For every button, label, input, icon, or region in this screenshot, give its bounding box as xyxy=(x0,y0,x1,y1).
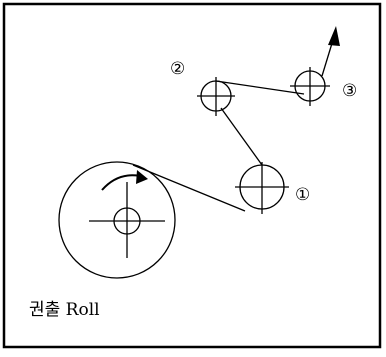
roll-2-label: ② xyxy=(170,59,185,79)
roll-3: ③ xyxy=(290,67,357,106)
web-segment-roll2-to-roll3 xyxy=(215,80,305,95)
winding-roll-outer xyxy=(58,161,176,279)
web-segment-roll1-to-roll2 xyxy=(220,107,263,166)
winding-roll xyxy=(58,161,176,279)
web-segment-roll3-exit xyxy=(321,39,334,77)
roll-3-label: ③ xyxy=(342,81,357,101)
web-path xyxy=(132,39,334,212)
roll-1: ① xyxy=(235,162,310,214)
diagram-border xyxy=(2,2,382,349)
curved-arrow-head xyxy=(136,170,148,184)
winding-roll-label: 권출 Roll xyxy=(29,300,100,320)
roll-2: ② xyxy=(170,59,235,116)
curved-arrow-icon xyxy=(101,174,141,191)
web-segment-unwind-to-roll1 xyxy=(132,164,246,212)
roll-1-label: ① xyxy=(295,185,310,205)
arrow-up-right-icon xyxy=(328,26,340,46)
